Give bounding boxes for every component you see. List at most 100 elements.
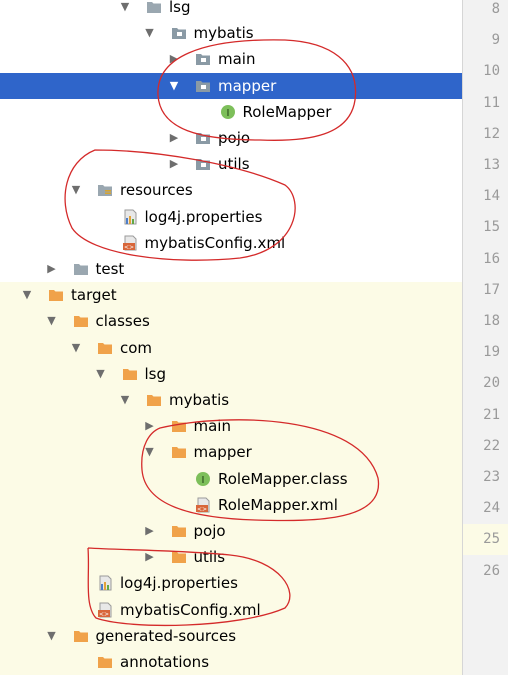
line-number: 9 <box>491 32 500 49</box>
excluded-folder-icon <box>171 444 187 460</box>
tree-row-label: mybatis <box>169 391 230 409</box>
xml-file-icon: <> <box>195 497 211 513</box>
tree-row[interactable]: ▼ mybatis <box>0 387 462 414</box>
tree-row[interactable]: annotations <box>0 649 462 675</box>
tree-row[interactable]: ▼ lsg <box>0 360 462 387</box>
tree-row[interactable]: ▶ main <box>0 46 462 72</box>
folder-icon <box>73 261 89 277</box>
tree-row-label: RoleMapper.class <box>218 469 348 488</box>
line-number: 12 <box>483 125 500 142</box>
svg-text:I: I <box>202 475 205 486</box>
chevron-down-icon[interactable]: ▼ <box>47 628 56 642</box>
line-number: 21 <box>483 406 500 423</box>
xml-file-icon: <> <box>97 602 113 618</box>
tree-row[interactable]: I RoleMapper.class <box>0 465 462 492</box>
tree-row-label: RoleMapper.xml <box>218 495 338 514</box>
tree-row[interactable]: ▶ utils <box>0 151 462 177</box>
chevron-right-icon[interactable]: ▶ <box>169 52 179 66</box>
tree-row-label: classes <box>95 312 150 331</box>
tree-row-label: mybatisConfig.xml <box>120 600 261 619</box>
line-number: 26 <box>483 562 500 579</box>
tree-row-label: utils <box>218 155 250 174</box>
package-icon <box>195 130 211 146</box>
tree-row[interactable]: ▼com <box>0 334 462 361</box>
tree-row[interactable]: log4j.properties <box>0 204 462 230</box>
tree-row[interactable]: ▼ resources <box>0 177 462 203</box>
tree-row[interactable]: <> mybatisConfig.xml <box>0 596 462 623</box>
chevron-right-icon[interactable]: ▶ <box>47 262 56 275</box>
tree-row[interactable]: ▼ classes <box>0 308 462 335</box>
line-number: 19 <box>483 344 500 361</box>
package-icon <box>195 78 211 94</box>
tree-row[interactable]: ▶ utils <box>0 544 462 571</box>
tree-row[interactable]: ▶ main <box>0 413 462 440</box>
chevron-down-icon[interactable]: ▼ <box>22 288 32 302</box>
tree-row-label: log4j.properties <box>144 207 263 226</box>
tree-row-label: main <box>218 50 256 69</box>
class-file-icon: I <box>195 471 211 487</box>
chevron-down-icon[interactable]: ▼ <box>96 366 105 380</box>
tree-row[interactable]: <> RoleMapper.xml <box>0 491 462 518</box>
properties-file-icon <box>97 575 113 591</box>
tree-row[interactable]: I RoleMapper <box>0 99 462 125</box>
chevron-right-icon[interactable]: ▶ <box>145 419 154 433</box>
excluded-folder-icon <box>146 392 162 408</box>
package-icon <box>195 156 211 172</box>
tree-row[interactable]: ▼ generated-sources <box>0 622 462 649</box>
tree-row[interactable]: ▶test <box>0 256 462 282</box>
chevron-right-icon[interactable]: ▶ <box>145 550 154 564</box>
chevron-down-icon[interactable]: ▼ <box>47 314 56 328</box>
chevron-down-icon[interactable]: ▼ <box>120 0 130 13</box>
tree-row[interactable]: ▶pojo <box>0 125 462 151</box>
line-number: 17 <box>483 281 500 298</box>
line-number: 24 <box>483 500 500 517</box>
chevron-right-icon[interactable]: ▶ <box>145 524 154 537</box>
tree-row-label: generated-sources <box>95 626 237 645</box>
svg-text:I: I <box>226 108 229 119</box>
tree-row[interactable]: ▼mapper <box>0 72 462 99</box>
chevron-down-icon[interactable]: ▼ <box>120 393 130 406</box>
tree-row[interactable]: ▼target <box>0 282 462 309</box>
line-number: 22 <box>483 437 500 454</box>
chevron-right-icon[interactable]: ▶ <box>169 131 179 144</box>
tree-row-label: mybatis <box>193 24 254 43</box>
tree-row[interactable]: <>mybatisConfig.xml <box>0 230 462 256</box>
interface-icon: I <box>220 104 236 120</box>
chevron-down-icon[interactable]: ▼ <box>145 26 154 40</box>
resources-folder-icon <box>97 182 113 198</box>
tree-row-label: utils <box>193 548 226 567</box>
svg-text:<>: <> <box>99 611 109 618</box>
tree-row-label: main <box>193 417 231 436</box>
chevron-down-icon[interactable]: ▼ <box>145 445 154 459</box>
tree-row-label: mybatisConfig.xml <box>144 233 286 252</box>
excluded-folder-icon <box>122 366 138 382</box>
properties-file-icon <box>122 209 138 225</box>
tree-row-label: lsg <box>169 0 191 16</box>
tree-row-label: mapper <box>193 443 252 462</box>
tree-row-label: lsg <box>144 364 167 383</box>
tree-row[interactable]: ▶pojo <box>0 518 462 545</box>
line-number: 13 <box>483 157 500 173</box>
chevron-down-icon[interactable]: ▼ <box>71 183 81 197</box>
line-number: 11 <box>483 94 500 111</box>
excluded-folder-icon <box>171 549 187 565</box>
folder-icon <box>146 0 162 15</box>
chevron-down-icon[interactable]: ▼ <box>169 78 179 92</box>
chevron-right-icon[interactable]: ▶ <box>169 157 179 171</box>
excluded-folder-icon <box>97 340 113 356</box>
excluded-folder-icon <box>171 418 187 434</box>
tree-row[interactable]: ▼ mybatis <box>0 20 462 46</box>
chevron-down-icon[interactable]: ▼ <box>71 340 81 354</box>
line-number: 8 <box>491 1 500 17</box>
line-number: 15 <box>483 219 500 236</box>
tree-row[interactable]: log4j.properties <box>0 570 462 597</box>
excluded-folder-icon <box>73 628 89 644</box>
excluded-folder-icon <box>73 313 89 329</box>
tree-row-label: RoleMapper <box>242 102 332 121</box>
tree-row[interactable]: ▼ mapper <box>0 439 462 466</box>
line-number: 14 <box>483 188 500 205</box>
tree-row[interactable]: ▼ lsg <box>0 0 462 20</box>
tree-row-label: resources <box>120 181 193 200</box>
